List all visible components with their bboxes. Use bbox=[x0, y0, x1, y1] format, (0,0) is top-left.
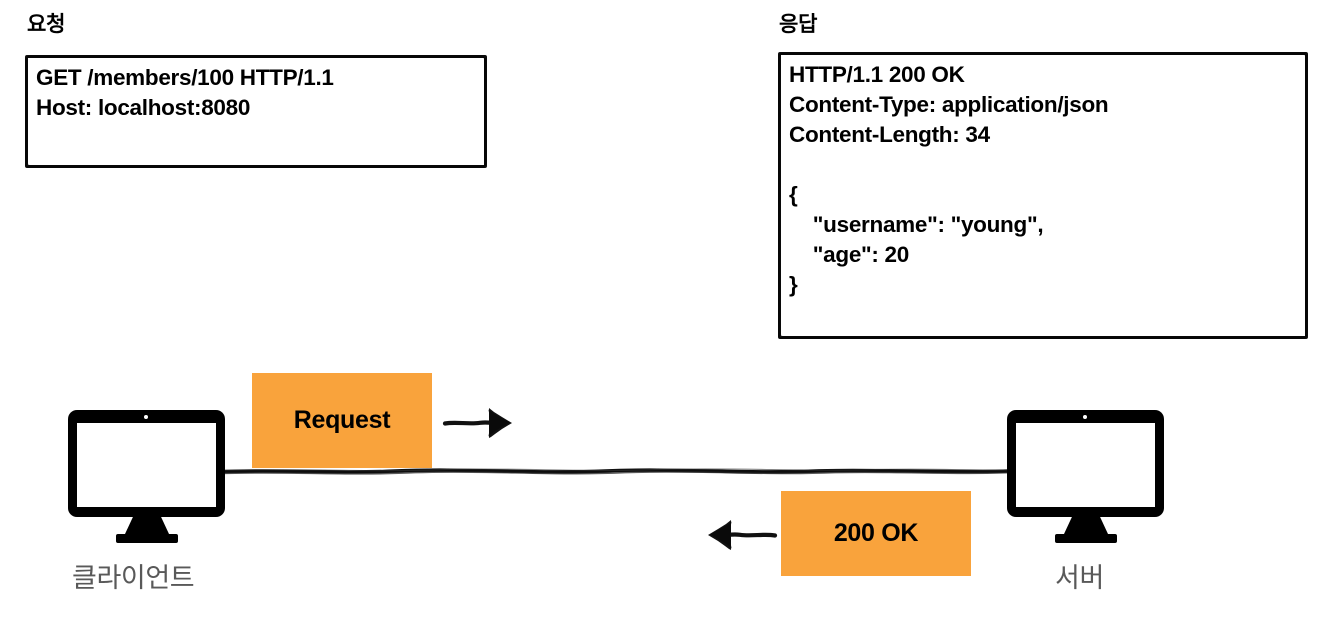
request-section-heading: 요청 bbox=[27, 13, 66, 36]
monitor-camera-dot bbox=[1083, 415, 1087, 419]
monitor-stand-base bbox=[1055, 534, 1117, 543]
request-message-box: GET /members/100 HTTP/1.1 Host: localhos… bbox=[25, 55, 487, 168]
response-message-text: HTTP/1.1 200 OK Content-Type: applicatio… bbox=[789, 62, 1109, 297]
client-device bbox=[68, 410, 228, 543]
request-flow-tag: Request bbox=[252, 373, 432, 468]
response-flow-tag-label: 200 OK bbox=[833, 519, 919, 547]
arrow-right-icon bbox=[442, 408, 512, 438]
monitor-camera-dot bbox=[144, 415, 148, 419]
network-line bbox=[215, 468, 1015, 475]
server-device bbox=[1007, 410, 1167, 543]
monitor-stand-neck bbox=[125, 517, 169, 534]
monitor-stand-base bbox=[116, 534, 178, 543]
request-flow-tag-label: Request bbox=[293, 406, 391, 434]
monitor-screen bbox=[77, 423, 216, 507]
monitor-stand-neck bbox=[1064, 517, 1108, 534]
response-flow-tag: 200 OK bbox=[781, 491, 971, 576]
response-message-box: HTTP/1.1 200 OK Content-Type: applicatio… bbox=[778, 52, 1308, 339]
monitor-screen bbox=[1016, 423, 1155, 507]
server-label: 서버 bbox=[1055, 563, 1104, 593]
arrow-left-icon bbox=[708, 520, 778, 550]
client-label: 클라이언트 bbox=[72, 563, 195, 593]
request-message-text: GET /members/100 HTTP/1.1 Host: localhos… bbox=[36, 65, 334, 120]
response-section-heading: 응답 bbox=[779, 13, 818, 36]
